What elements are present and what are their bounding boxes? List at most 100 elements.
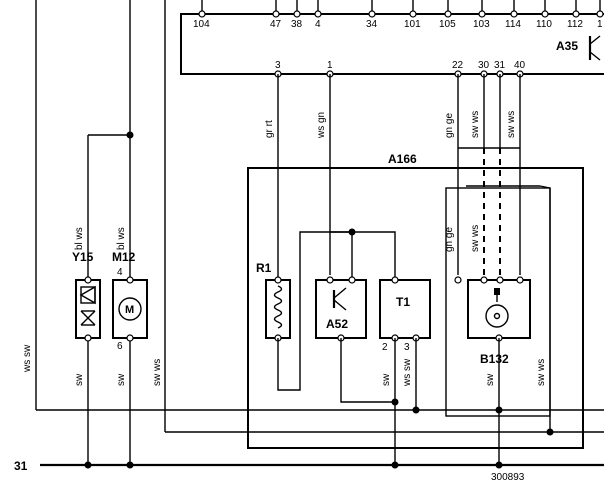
module-a166-label: A166 (388, 152, 417, 166)
a35-top-pin-label-103: 103 (473, 19, 490, 30)
a35-bottom-pin-label-22: 22 (452, 60, 464, 71)
a35-bottom-pin-label-31: 31 (494, 60, 506, 71)
a35-top-pin-label-110: 110 (536, 19, 552, 30)
y15-box (75, 279, 101, 339)
ground-junction-b132 (495, 461, 503, 469)
wire-r1-t1-loop (277, 231, 396, 391)
a35-top-pin-103 (478, 10, 486, 18)
junction-t1-a52 (391, 398, 399, 406)
junction-b132-ws-sw (495, 406, 503, 414)
wire-label-sw-t1: sw (381, 373, 392, 386)
a35-top-pin-label-47: 47 (270, 19, 282, 30)
ground-junction-m12 (126, 461, 134, 469)
a35-top-pin-4 (314, 10, 322, 18)
a35-bottom-pin-label-40: 40 (514, 60, 526, 71)
wire-label-sw-ws-30: sw ws (470, 111, 481, 138)
a35-bottom-pin-label-3: 3 (275, 60, 281, 71)
y15-pin-top (84, 276, 92, 284)
wire-label-gn-ge-b132: gn ge (444, 227, 455, 252)
a35-top-pin-105 (444, 10, 452, 18)
ground-junction-t1 (391, 461, 399, 469)
a52-box (315, 279, 367, 339)
t1-pin-3-label: 3 (404, 342, 410, 353)
r1-resistor-symbol (273, 285, 283, 329)
y15-valve-symbol (79, 285, 96, 326)
m12-pin-top-circle (126, 276, 134, 284)
wire-label-sw-ws-left: sw ws (152, 359, 163, 386)
m12-motor-circle (118, 297, 142, 321)
m12-pin-bottom-circle (126, 334, 134, 342)
a35-transistor-symbol (588, 35, 601, 61)
a35-top-pin-label-101: 101 (404, 19, 421, 30)
diagram-id: 300893 (491, 472, 525, 483)
b132-pin-4 (516, 276, 524, 284)
t1-label: T1 (396, 295, 410, 309)
a35-top-pin-label-38: 38 (291, 19, 303, 30)
wire-label-sw-b132: sw (485, 373, 496, 386)
wire-shield-tail (539, 185, 551, 189)
a35-top-pin-38 (293, 10, 301, 18)
a35-top-pin-label-114: 114 (505, 19, 521, 30)
ground-label: 31 (14, 459, 28, 473)
wire-label-gr-rt: gr rt (264, 120, 275, 138)
a35-top-pin-101 (409, 10, 417, 18)
b132-pin-3 (496, 276, 504, 284)
a35-top-pin-47 (272, 10, 280, 18)
a35-top-pin-label-1: 1 (597, 19, 603, 30)
a35-top-pins: 104 47 38 4 34 101 105 103 114 110 112 1 (193, 0, 604, 30)
r1-label: R1 (256, 261, 272, 275)
wire-a52-gnd (340, 338, 395, 403)
a35-bottom-pin-label-1: 1 (327, 60, 333, 71)
wire-label-bl-ws-m12: bl ws (116, 227, 127, 250)
wire-label-ws-gn: ws gn (316, 112, 327, 139)
junction-m12-y15 (126, 131, 134, 139)
junction-t1-ws-sw (412, 406, 420, 414)
module-a35-label: A35 (556, 39, 578, 53)
a35-top-pin-112 (572, 10, 580, 18)
a35-top-pin-34 (368, 10, 376, 18)
a35-top-pin-label-104: 104 (193, 19, 210, 30)
b132-label: B132 (480, 352, 509, 366)
m12-motor-symbol: M (125, 304, 134, 316)
a35-top-pin-label-112: 112 (567, 19, 583, 30)
a35-top-pin-label-4: 4 (315, 19, 321, 30)
wire-label-sw-ws-b132: sw ws (536, 359, 547, 386)
t1-box (379, 279, 431, 339)
m12-pin-top: 4 (117, 267, 123, 278)
a35-top-pin-1 (596, 10, 604, 18)
module-a35-box (180, 13, 604, 75)
a35-top-pin-label-34: 34 (366, 19, 378, 30)
a35-top-pin-110 (541, 10, 549, 18)
m12-label: M12 (112, 250, 136, 264)
a52-label: A52 (326, 317, 348, 331)
a35-top-pin-114 (510, 10, 518, 18)
wire-label-sw-y15: sw (74, 373, 85, 386)
junction-b132-sw-ws (546, 428, 554, 436)
ground-junction-y15 (84, 461, 92, 469)
wire-label-gn-ge-top: gn ge (444, 113, 455, 138)
wire-label-sw-ws-b132: sw ws (470, 225, 481, 252)
a35-top-pin-104 (198, 10, 206, 18)
y15-pin-bottom (84, 334, 92, 342)
wire-label-ws-sw-t1: ws sw (402, 358, 413, 387)
b132-pin-1 (454, 276, 462, 284)
r1-pin-top (274, 276, 282, 284)
t1-pin-2-label: 2 (382, 342, 388, 353)
b132-sensor-symbol (485, 288, 509, 328)
m12-pin-bottom: 6 (117, 341, 123, 352)
a52-pin-1 (326, 276, 334, 284)
a35-top-pin-label-105: 105 (439, 19, 456, 30)
wire-label-bl-ws-y15: bl ws (74, 227, 85, 250)
wire-label-sw-ws-40: sw ws (506, 111, 517, 138)
wire-label-ws-sw-left: ws sw (22, 344, 33, 373)
module-a166-box (247, 167, 584, 449)
y15-label: Y15 (72, 250, 94, 264)
a52-transistor-symbol (332, 287, 347, 311)
wire-label-sw-m12: sw (116, 373, 127, 386)
a52-pin-2 (348, 276, 356, 284)
r1-box (265, 279, 291, 339)
t1-pin-top (391, 276, 399, 284)
